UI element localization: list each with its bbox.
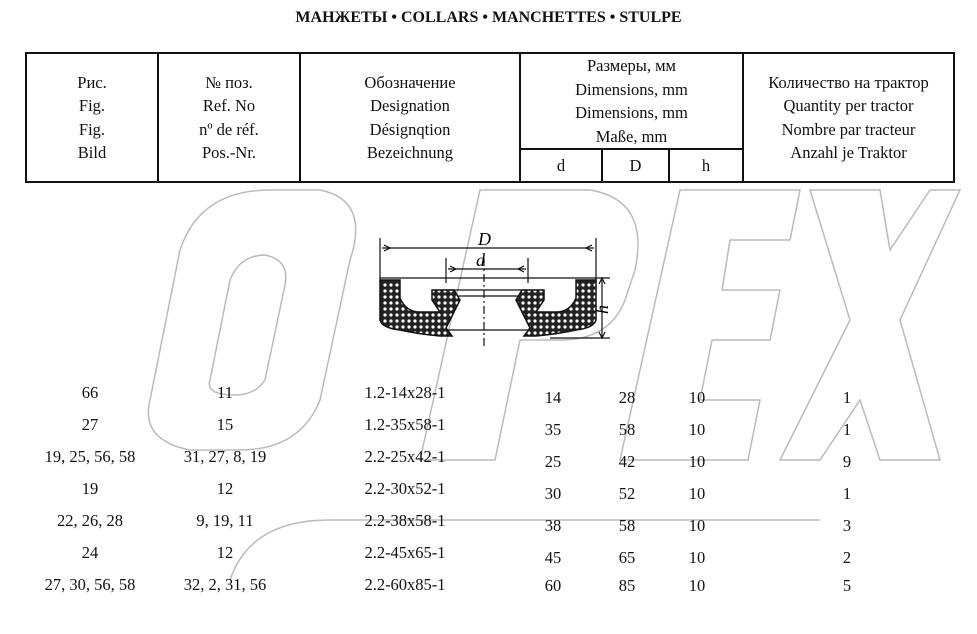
header-designation-ru: Обозначение: [364, 72, 456, 92]
cell-designation: 2.2-45x65-1: [364, 543, 446, 562]
cell-designation: 1.2-35x58-1: [364, 415, 446, 434]
header-quantity-de: Anzahl je Traktor: [790, 143, 907, 162]
header-dim-h: h: [668, 148, 744, 183]
cell-d: 38: [544, 516, 562, 535]
cell-d: 30: [544, 484, 562, 503]
cell-D: 58: [618, 420, 636, 439]
label-d: d: [476, 250, 486, 270]
cell-h: 10: [688, 516, 706, 535]
table-row: 22, 26, 28 9, 19, 11 2.2-38x58-1 38 58 1…: [0, 511, 977, 543]
header-designation-de: Bezeichnung: [366, 143, 454, 162]
header-fig: Рис. Fig. Fig. Bild: [25, 52, 159, 183]
cell-h: 10: [688, 548, 706, 567]
header-designation: Обозначение Designation Désignqtion Beze…: [299, 52, 521, 183]
cell-ref: 11: [217, 383, 233, 402]
header-quantity-en: Quantity per tractor: [783, 96, 914, 115]
header-designation-fr: Désignqtion: [369, 119, 451, 139]
header-quantity-fr: Nombre par tracteur: [781, 119, 916, 139]
cell-h: 10: [688, 420, 706, 439]
cell-ref: 31, 27, 8, 19: [183, 447, 267, 466]
cell-h: 10: [688, 452, 706, 471]
label-h: h: [592, 305, 612, 314]
cell-d: 60: [544, 576, 562, 595]
header-fig-en: Fig.: [78, 96, 106, 115]
cell-fig: 27: [81, 415, 99, 434]
cell-qty: 1: [842, 388, 852, 407]
cell-fig: 66: [81, 383, 99, 402]
header-fig-ru: Рис.: [77, 72, 107, 92]
header-quantity-ru: Количество на трактор: [768, 72, 929, 92]
cell-fig: 24: [81, 543, 99, 562]
table-row: 19, 25, 56, 58 31, 27, 8, 19 2.2-25x42-1…: [0, 447, 977, 479]
collar-cross-section-drawing: D d h: [379, 229, 612, 346]
cell-qty: 5: [842, 576, 852, 595]
page-title: МАНЖЕТЫ • COLLARS • MANCHETTES • STULPE: [295, 9, 682, 26]
cell-fig: 19: [81, 479, 99, 498]
cell-fig: 22, 26, 28: [57, 511, 123, 530]
cell-designation: 1.2-14x28-1: [364, 383, 446, 402]
cell-ref: 12: [216, 479, 234, 498]
header-dimensions-ru: Размеры, мм: [586, 56, 677, 75]
table-row: 27 15 1.2-35x58-1 35 58 10 1: [0, 415, 977, 447]
cell-fig: 19, 25, 56, 58: [44, 447, 136, 466]
header-fig-de: Bild: [77, 143, 107, 162]
cell-qty: 1: [842, 484, 852, 503]
parts-list: 66 11 1.2-14x28-1 14 28 10 1 27 15 1.2-3…: [0, 383, 977, 607]
header-dim-d: d: [519, 148, 603, 183]
cell-qty: 9: [842, 452, 852, 471]
header-table: Рис. Fig. Fig. Bild № поз. Ref. No nº de…: [25, 52, 955, 183]
cell-ref: 32, 2, 31, 56: [183, 575, 267, 594]
header-ref-en: Ref. No: [202, 96, 256, 115]
cell-d: 25: [544, 452, 562, 471]
header-designation-en: Designation: [370, 96, 450, 115]
table-row: 24 12 2.2-45x65-1 45 65 10 2: [0, 543, 977, 575]
cell-D: 85: [618, 576, 636, 595]
header-ref-ru: № поз.: [205, 72, 253, 92]
cell-ref: 15: [216, 415, 234, 434]
cell-h: 10: [688, 388, 706, 407]
cell-h: 10: [688, 484, 706, 503]
table-row: 19 12 2.2-30x52-1 30 52 10 1: [0, 479, 977, 511]
cell-qty: 2: [842, 548, 852, 567]
cell-designation: 2.2-30x52-1: [364, 479, 446, 498]
cell-fig: 27, 30, 56, 58: [44, 575, 136, 594]
cell-qty: 1: [842, 420, 852, 439]
header-fig-fr: Fig.: [78, 119, 106, 139]
cell-d: 45: [544, 548, 562, 567]
cell-d: 35: [544, 420, 562, 439]
header-ref-fr: nº de réf.: [199, 119, 259, 139]
cell-designation: 2.2-25x42-1: [364, 447, 446, 466]
cell-d: 14: [544, 388, 562, 407]
header-ref-de: Pos.-Nr.: [201, 143, 257, 162]
cell-designation: 2.2-60x85-1: [364, 575, 446, 594]
cell-D: 52: [618, 484, 636, 503]
header-dimensions-fr: Dimensions, mm: [575, 103, 688, 122]
cell-D: 58: [618, 516, 636, 535]
header-dimensions-en: Dimensions, mm: [575, 79, 688, 99]
header-dim-D: D: [601, 148, 670, 183]
cell-qty: 3: [842, 516, 852, 535]
header-dimensions: Размеры, мм Dimensions, mm Dimensions, m…: [519, 52, 744, 150]
table-row: 27, 30, 56, 58 32, 2, 31, 56 2.2-60x85-1…: [0, 575, 977, 607]
header-dimensions-de: Maße, mm: [595, 126, 668, 146]
cell-D: 28: [618, 388, 636, 407]
header-quantity: Количество на трактор Quantity per tract…: [742, 52, 955, 183]
cell-ref: 9, 19, 11: [196, 511, 254, 530]
cell-D: 42: [618, 452, 636, 471]
cell-h: 10: [688, 576, 706, 595]
cell-designation: 2.2-38x58-1: [364, 511, 446, 530]
header-ref: № поз. Ref. No nº de réf. Pos.-Nr.: [157, 52, 301, 183]
cell-ref: 12: [216, 543, 234, 562]
label-D: D: [477, 229, 491, 249]
cell-D: 65: [618, 548, 636, 567]
table-row: 66 11 1.2-14x28-1 14 28 10 1: [0, 383, 977, 415]
